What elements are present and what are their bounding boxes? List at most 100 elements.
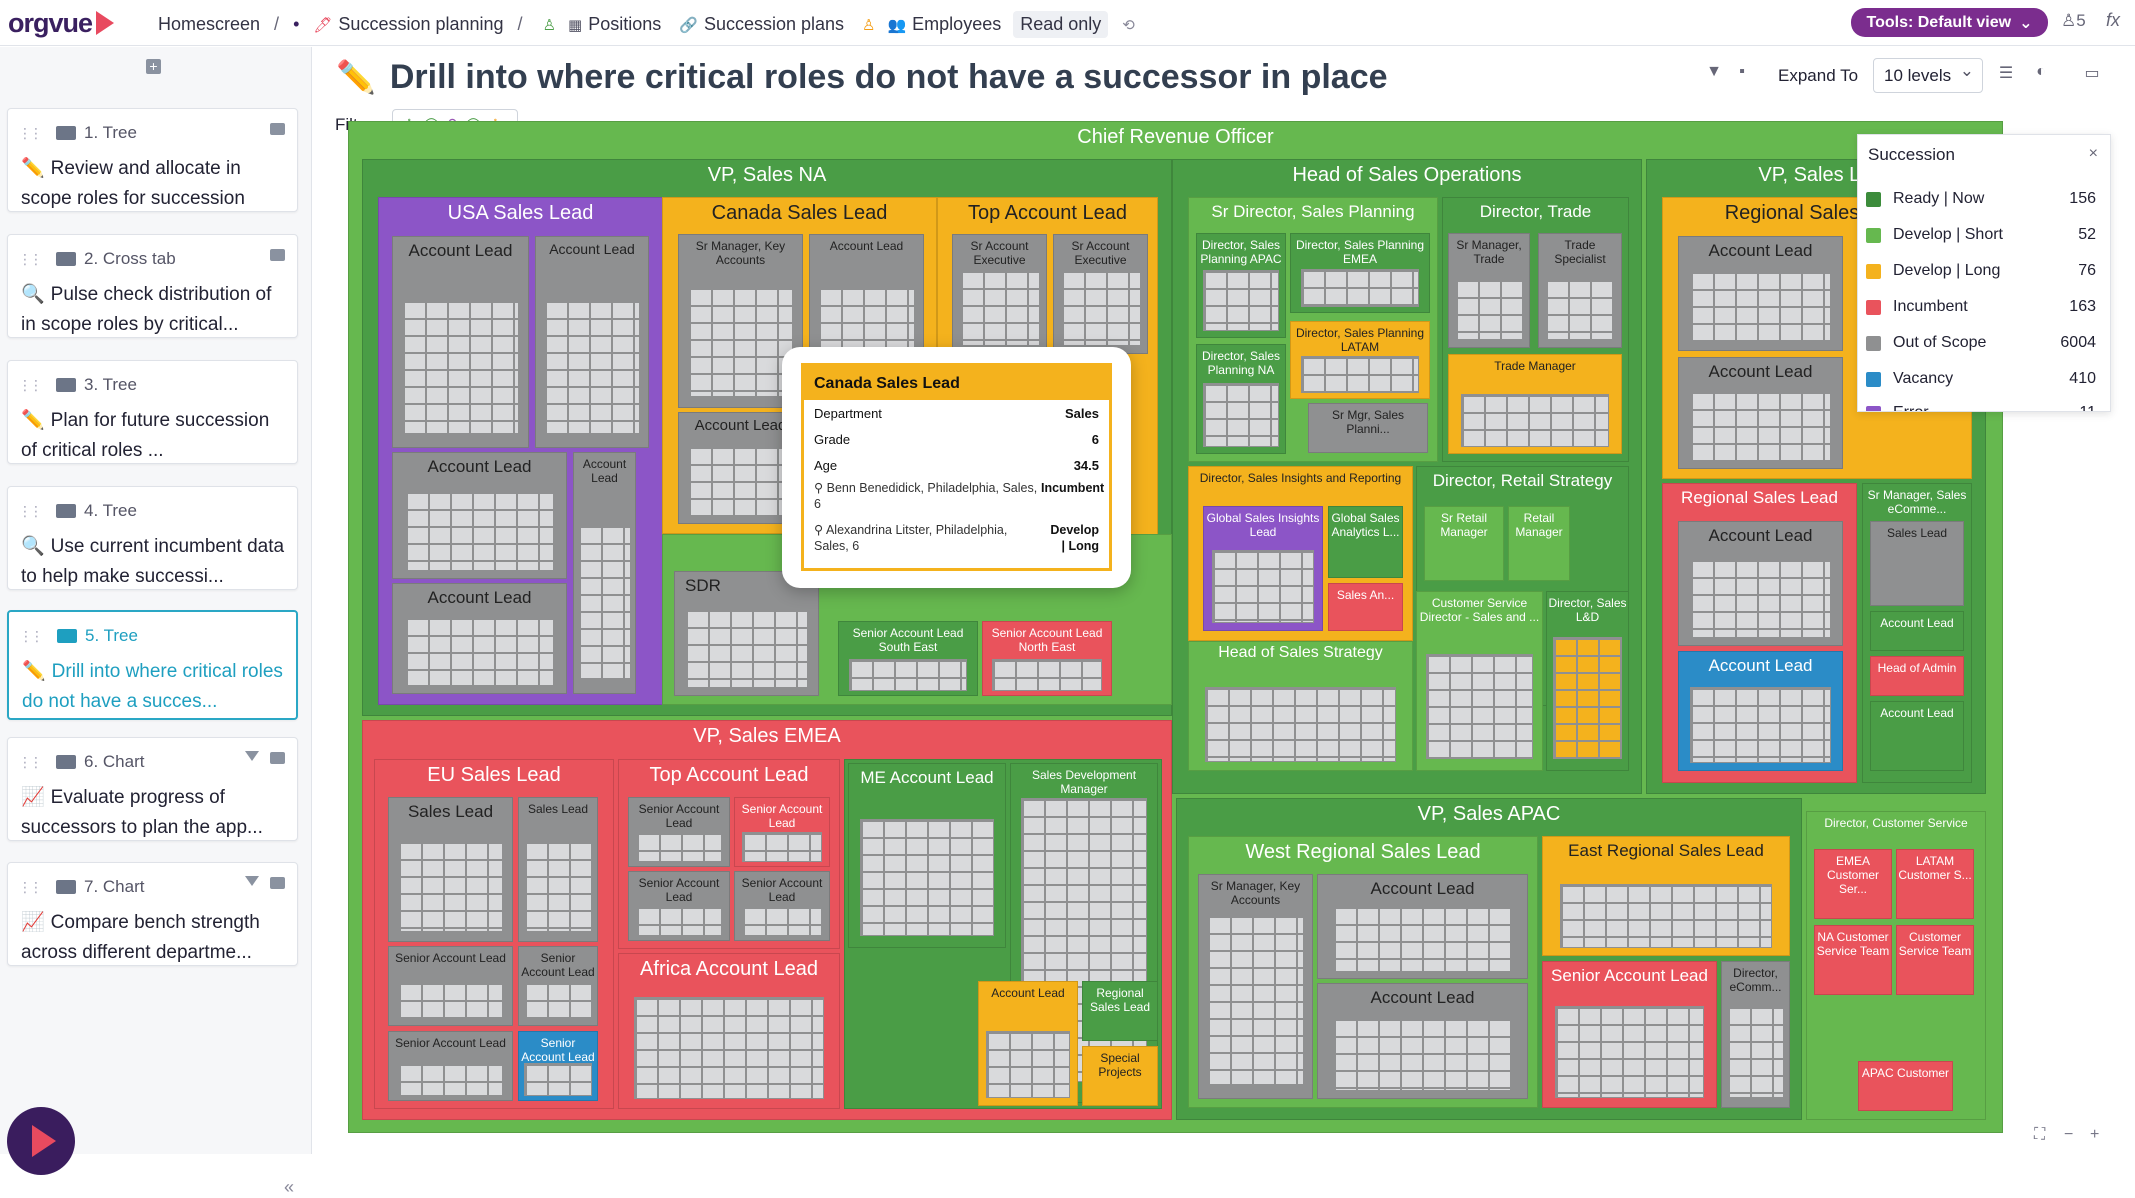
- node-sr-account-executive[interactable]: Sr Account Executive: [1053, 234, 1148, 354]
- node-sdr-group[interactable]: SDR: [674, 571, 819, 696]
- node-senior-account-lead[interactable]: Senior Account Lead: [628, 871, 730, 941]
- node-account-lead[interactable]: Account Lead: [1678, 651, 1843, 771]
- node-account-lead[interactable]: Account Lead: [573, 452, 636, 694]
- node-senior-account-lead[interactable]: Senior Account Lead: [734, 871, 830, 941]
- node-sr-retail-manager[interactable]: Sr Retail Manager: [1424, 506, 1504, 581]
- step-card-5-active[interactable]: ⋮⋮ 5. Tree ✏️Drill into where critical r…: [7, 610, 298, 720]
- node-na-customer-service-team[interactable]: NA Customer Service Team: [1814, 925, 1892, 995]
- node-director-ecommerce[interactable]: Director, eComm...: [1721, 961, 1790, 1108]
- node-senior-account-lead[interactable]: Senior Account Lead: [388, 946, 513, 1026]
- collapse-sidebar-icon[interactable]: «: [284, 1177, 295, 1197]
- treemap[interactable]: Chief Revenue Officer VP, Sales NA USA S…: [348, 121, 2003, 1133]
- filter-icon[interactable]: ▼: [1706, 63, 1722, 80]
- comment-icon[interactable]: [270, 249, 285, 261]
- node-account-lead[interactable]: Account Lead: [1870, 611, 1964, 651]
- node-sales-lead[interactable]: Sales Lead: [518, 797, 598, 942]
- node-account-lead[interactable]: Account Lead: [1678, 357, 1843, 469]
- node-senior-account-lead[interactable]: Senior Account Lead: [518, 946, 598, 1026]
- node-apac-customer[interactable]: APAC Customer: [1858, 1061, 1953, 1111]
- node-account-lead[interactable]: Account Lead: [392, 236, 529, 448]
- node-senior-account-lead-south-east[interactable]: Senior Account Lead South East: [838, 621, 978, 696]
- node-sr-mgr-sales-planning[interactable]: Sr Mgr, Sales Planni...: [1308, 403, 1428, 453]
- node-trade-specialist[interactable]: Trade Specialist: [1538, 233, 1622, 348]
- orgvue-logo[interactable]: orgvue: [8, 8, 115, 39]
- node-me-account-lead[interactable]: ME Account Lead: [848, 763, 1006, 948]
- node-account-lead[interactable]: Account Lead: [1317, 874, 1528, 979]
- drag-handle-icon[interactable]: ⋮⋮: [18, 125, 43, 141]
- tools-dropdown[interactable]: Tools: Default view⌄: [1851, 8, 2048, 37]
- drag-handle-icon[interactable]: ⋮⋮: [18, 503, 43, 519]
- node-emea-customer-service[interactable]: EMEA Customer Ser...: [1814, 849, 1892, 919]
- node-account-lead[interactable]: Account Lead: [1870, 701, 1964, 771]
- node-sr-manager-trade[interactable]: Sr Manager, Trade: [1448, 233, 1530, 348]
- drag-handle-icon[interactable]: ⋮⋮: [19, 628, 44, 644]
- drag-handle-icon[interactable]: ⋮⋮: [18, 754, 43, 770]
- step-card-2[interactable]: ⋮⋮ 2. Cross tab 🔍Pulse check distributio…: [7, 234, 298, 338]
- comment-icon[interactable]: ▪: [1739, 63, 1745, 80]
- node-senior-account-lead[interactable]: Senior Account Lead: [518, 1031, 598, 1101]
- node-account-lead[interactable]: Account Lead: [1678, 521, 1843, 646]
- comment-icon[interactable]: [270, 752, 285, 764]
- formula-button[interactable]: fx: [2106, 10, 2121, 30]
- node-director-sales-planning-emea[interactable]: Director, Sales Planning EMEA: [1290, 233, 1430, 313]
- breadcrumb-succession-planning[interactable]: Succession planning: [338, 14, 504, 34]
- legend-item[interactable]: Error11: [1866, 401, 2096, 411]
- node-account-lead[interactable]: Account Lead: [392, 452, 567, 579]
- node-senior-account-lead[interactable]: Senior Account Lead: [388, 1031, 513, 1101]
- drag-handle-icon[interactable]: ⋮⋮: [18, 879, 43, 895]
- step-card-6[interactable]: ⋮⋮ 6. Chart 📈Evaluate progress of succes…: [7, 737, 298, 841]
- node-director-sales-planning-na[interactable]: Director, Sales Planning NA: [1196, 344, 1286, 454]
- comment-icon[interactable]: [270, 877, 285, 889]
- node-account-lead[interactable]: Account Lead: [1317, 983, 1528, 1099]
- tab-succession-plans[interactable]: Succession plans: [703, 14, 845, 34]
- step-card-3[interactable]: ⋮⋮ 3. Tree ✏️Plan for future succession …: [7, 360, 298, 464]
- node-head-of-admin[interactable]: Head of Admin: [1870, 656, 1964, 696]
- tab-positions[interactable]: Positions: [588, 14, 662, 34]
- step-card-4[interactable]: ⋮⋮ 4. Tree 🔍Use current incumbent data t…: [7, 486, 298, 590]
- step-card-1[interactable]: ⋮⋮ 1. Tree ✏️Review and allocate in scop…: [7, 108, 298, 212]
- palette-icon[interactable]: ◐: [2036, 63, 2046, 80]
- node-account-lead[interactable]: Account Lead: [1678, 236, 1843, 351]
- node-customer-service-director[interactable]: Customer Service Director - Sales and ..…: [1416, 591, 1543, 771]
- node-special-projects[interactable]: Special Projects: [1082, 1046, 1158, 1106]
- node-sales-analyst[interactable]: Sales An...: [1328, 583, 1403, 631]
- node-retail-manager[interactable]: Retail Manager: [1508, 506, 1570, 581]
- breadcrumb-home[interactable]: Homescreen: [158, 14, 261, 34]
- comment-icon[interactable]: [270, 123, 285, 135]
- node-global-sales-insights-lead[interactable]: Global Sales Insights Lead: [1203, 506, 1323, 631]
- add-step-icon[interactable]: +: [146, 59, 161, 74]
- node-head-of-sales-strategy[interactable]: Head of Sales Strategy: [1188, 641, 1413, 771]
- node-director-sales-lnd[interactable]: Director, Sales L&D: [1546, 591, 1629, 771]
- node-customer-service-team[interactable]: Customer Service Team: [1896, 925, 1974, 995]
- panel-toggle-icon[interactable]: ▭: [2084, 65, 2100, 82]
- refresh-icon[interactable]: ⟲: [1122, 16, 1135, 34]
- node-latam-customer-service[interactable]: LATAM Customer S...: [1896, 849, 1974, 919]
- node-account-lead[interactable]: Account Lead: [978, 981, 1078, 1106]
- node-director-sales-planning-latam[interactable]: Director, Sales Planning LATAM: [1290, 321, 1430, 399]
- node-senior-account-lead[interactable]: Senior Account Lead: [1542, 961, 1717, 1108]
- step-card-7[interactable]: ⋮⋮ 7. Chart 📈Compare bench strength acro…: [7, 862, 298, 966]
- drag-handle-icon[interactable]: ⋮⋮: [18, 377, 43, 393]
- tab-employees[interactable]: Employees: [912, 14, 1002, 34]
- node-account-lead[interactable]: Account Lead: [392, 583, 567, 694]
- zoom-in-icon[interactable]: +: [2090, 1126, 2100, 1143]
- assistant-avatar[interactable]: [7, 1107, 75, 1175]
- node-sr-manager-key-accounts[interactable]: Sr Manager, Key Accounts: [1198, 874, 1313, 1099]
- node-trade-manager[interactable]: Trade Manager: [1448, 354, 1622, 454]
- node-east-regional-sales-lead[interactable]: East Regional Sales Lead: [1542, 836, 1790, 956]
- fit-screen-icon[interactable]: ⛶: [2034, 1126, 2046, 1143]
- node-senior-account-lead[interactable]: Senior Account Lead: [734, 797, 830, 867]
- levels-select[interactable]: 10 levels: [1873, 58, 1983, 93]
- drag-handle-icon[interactable]: ⋮⋮: [18, 251, 43, 267]
- node-sales-lead[interactable]: Sales Lead: [388, 797, 513, 942]
- node-sales-lead[interactable]: Sales Lead: [1870, 521, 1964, 606]
- node-africa-account-lead[interactable]: Africa Account Lead: [618, 953, 840, 1109]
- node-director-sales-planning-apac[interactable]: Director, Sales Planning APAC: [1196, 233, 1286, 338]
- zoom-out-icon[interactable]: −: [2064, 1126, 2074, 1143]
